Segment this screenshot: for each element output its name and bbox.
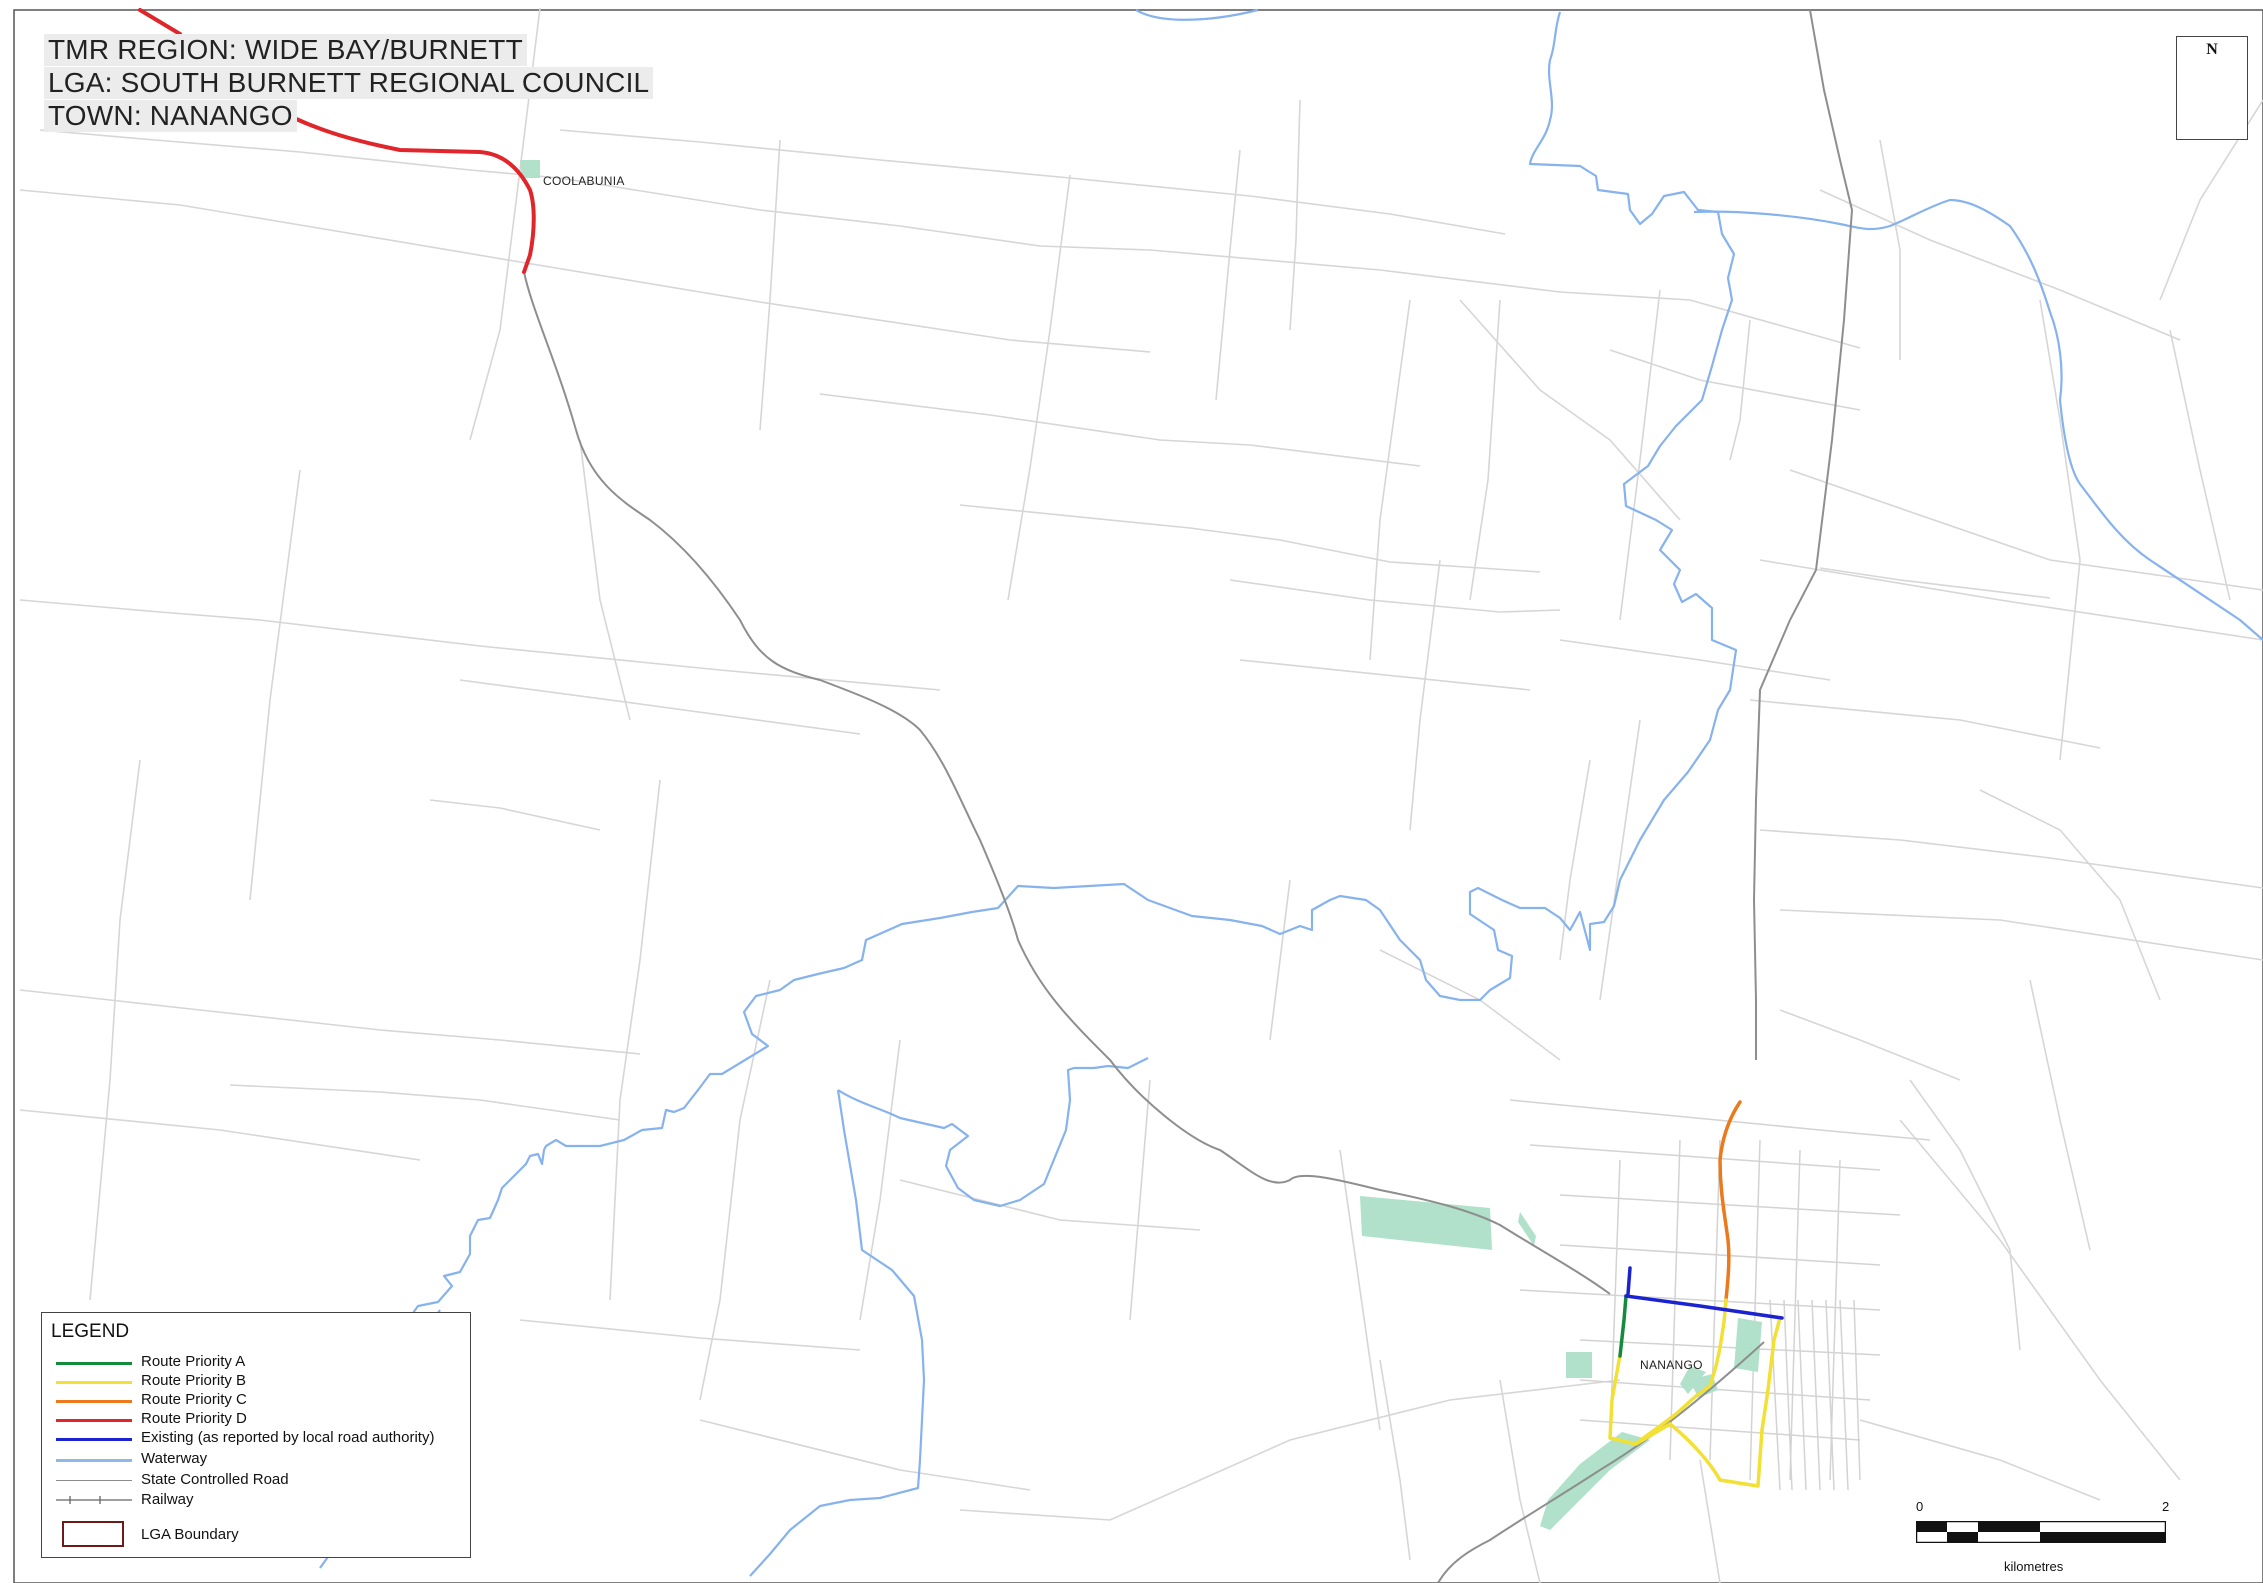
legend-swatch-lga-boundary: [62, 1521, 124, 1547]
legend-label-waterway: Waterway: [141, 1450, 208, 1467]
legend-item-state-road: State Controlled Road: [56, 1471, 466, 1489]
map-title-block: TMR REGION: WIDE BAY/BURNETT LGA: SOUTH …: [44, 34, 654, 133]
legend-swatch-waterway: [56, 1459, 132, 1462]
legend-swatch-state-road: [56, 1480, 132, 1481]
region-title: TMR REGION: WIDE BAY/BURNETT: [44, 34, 527, 66]
legend-item-waterway: Waterway: [56, 1450, 466, 1468]
legend-swatch-route-c: [56, 1400, 132, 1403]
waterways: [309, 8, 2263, 1577]
town-title: TOWN: NANANGO: [44, 100, 297, 132]
town-street-grid: [1509, 1099, 1931, 1491]
state-controlled-roads: [523, 9, 1854, 1583]
local-roads: [19, 7, 2263, 1583]
legend-item-lga-boundary: LGA Boundary: [56, 1521, 466, 1551]
north-letter: N: [2206, 41, 2218, 58]
scale-min-label: 0: [1916, 1499, 1924, 1514]
route-priority-c: [1718, 1100, 1742, 1302]
scale-units-label: kilometres: [2004, 1559, 2064, 1574]
legend-swatch-existing: [56, 1438, 132, 1441]
legend-label-route-d: Route Priority D: [141, 1410, 247, 1427]
legend-swatch-route-b: [56, 1381, 132, 1384]
route-priority-b: [1608, 1298, 1782, 1488]
legend-swatch-route-a: [56, 1362, 132, 1365]
place-label-nanango: NANANGO: [1640, 1358, 1703, 1372]
north-arrow-box: N: [2176, 36, 2248, 140]
map-frame: [13, 9, 2263, 1583]
legend-item-route-c: Route Priority C: [56, 1391, 466, 1409]
legend-label-route-a: Route Priority A: [141, 1353, 246, 1370]
legend-label-state-road: State Controlled Road: [141, 1471, 289, 1488]
legend-label-lga-boundary: LGA Boundary: [141, 1526, 239, 1543]
existing-routes: [1624, 1266, 1784, 1320]
place-label-coolabunia: COOLABUNIA: [543, 174, 625, 188]
scale-max-label: 2: [2162, 1499, 2170, 1514]
legend-label-route-c: Route Priority C: [141, 1391, 247, 1408]
legend-item-railway: Railway: [56, 1491, 466, 1509]
legend-item-route-b: Route Priority B: [56, 1372, 466, 1390]
legend-item-route-a: Route Priority A: [56, 1353, 466, 1371]
lga-title: LGA: SOUTH BURNETT REGIONAL COUNCIL: [44, 67, 654, 99]
legend-item-existing: Existing (as reported by local road auth…: [56, 1429, 466, 1447]
railway-symbol-icon: [56, 1496, 132, 1504]
legend-label-route-b: Route Priority B: [141, 1372, 247, 1389]
legend-label-existing: Existing (as reported by local road auth…: [141, 1429, 435, 1446]
legend-title: LEGEND: [51, 1321, 130, 1342]
route-priority-d: [138, 8, 536, 274]
scale-bar-graphic: [1916, 1521, 2166, 1543]
legend-item-route-d: Route Priority D: [56, 1410, 466, 1428]
scale-bar: 0 2 kilometres: [1916, 1495, 2176, 1574]
legend-label-railway: Railway: [141, 1491, 194, 1508]
legend-swatch-route-d: [56, 1419, 132, 1422]
legend: LEGEND Route Priority A Route Priority B…: [41, 1312, 471, 1558]
route-priority-a: [1618, 1294, 1628, 1358]
